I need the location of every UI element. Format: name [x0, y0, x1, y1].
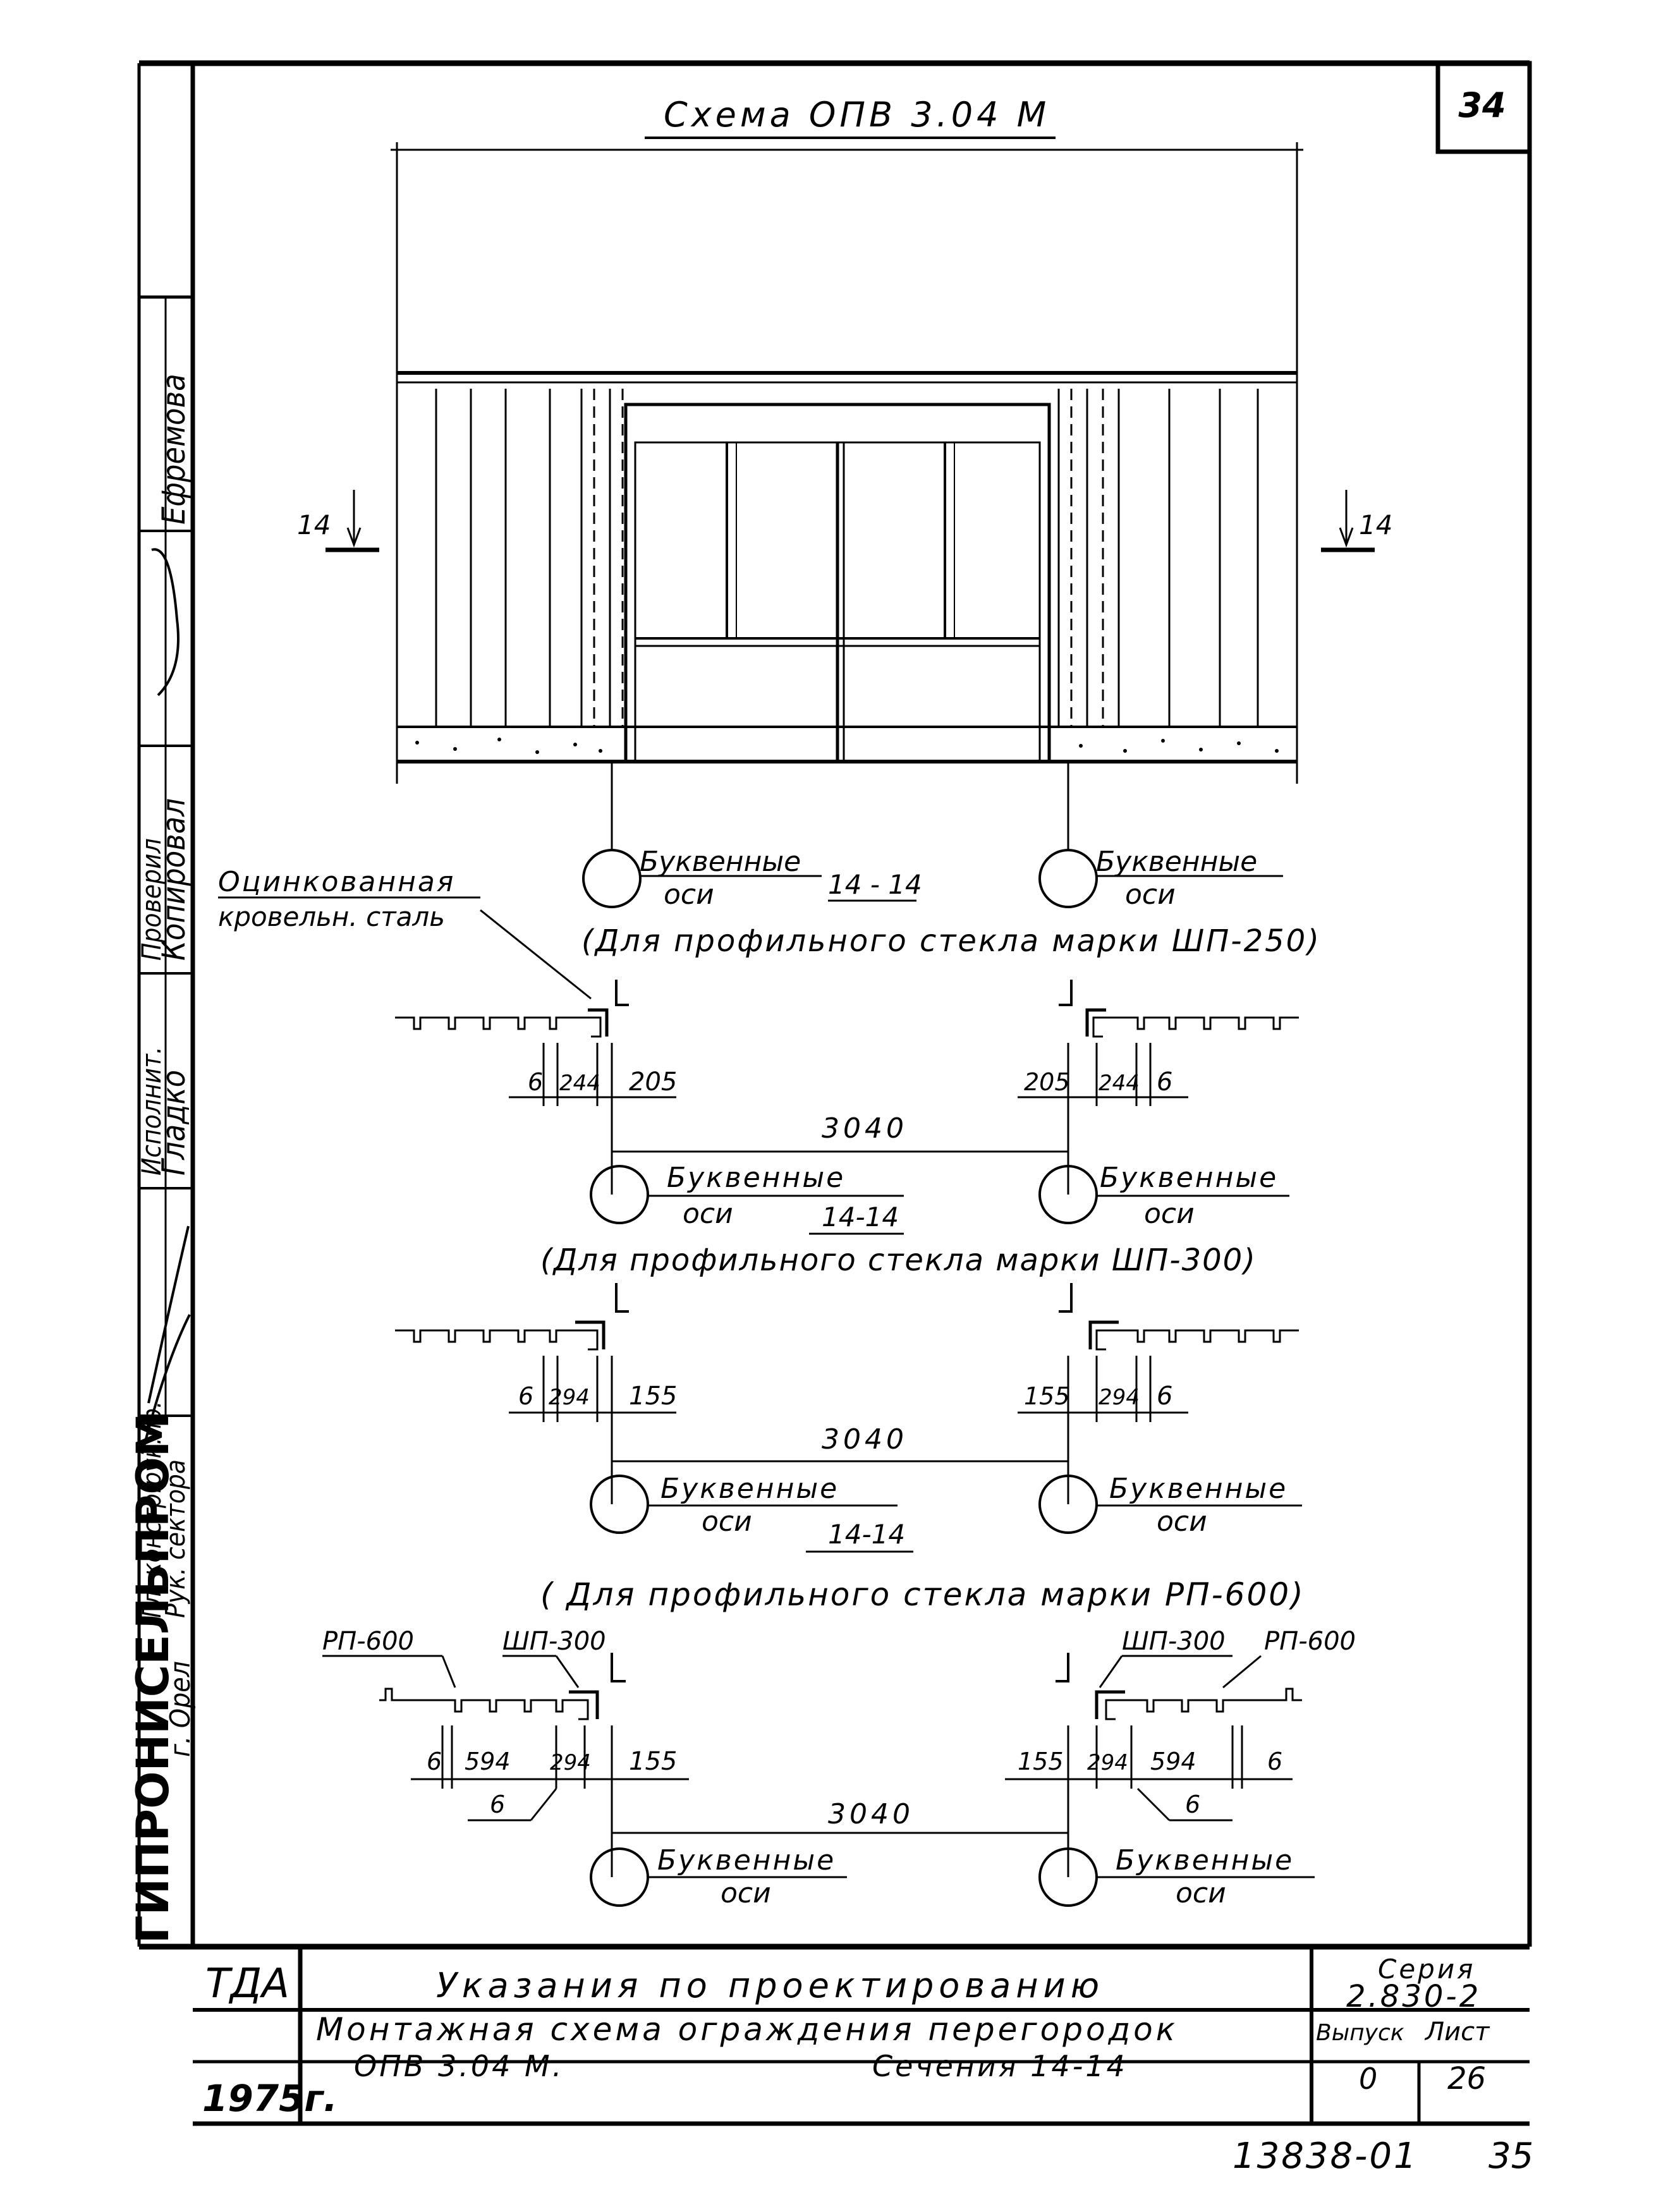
title-block-grid — [193, 1947, 1530, 2124]
axis-label-bottom: оси — [1176, 1877, 1226, 1909]
axis-label-bottom: оси — [683, 1198, 733, 1230]
title-block-issue: 0 — [1359, 2062, 1377, 2096]
elevation-drawing — [391, 142, 1303, 850]
axis-label-top: Буквенные — [1116, 1844, 1294, 1877]
stamp-role-executed: Исполнит. — [136, 1047, 167, 1176]
section-3-dim-left-3: 155 — [629, 1747, 677, 1776]
drawing-title: Схема ОПВ 3.04 М — [664, 95, 1050, 135]
section-3-name: 14-14 — [828, 1519, 905, 1550]
section-1-span: 3040 — [822, 1112, 908, 1145]
title-block-org: ТДА — [205, 1961, 289, 2007]
stamp-name-efremova: Ефремова — [155, 374, 192, 525]
title-block-year: 1975г. — [202, 2077, 338, 2120]
stamp-role-chief: Гл. констр.рук.пр. — [138, 1401, 167, 1618]
section-2-dim-left-1: 294 — [549, 1385, 590, 1410]
title-block-sheet: 26 — [1447, 2061, 1486, 2096]
section-2-name: 14-14 — [822, 1201, 899, 1232]
shp300-label-right: ШП-300 — [1122, 1627, 1226, 1656]
stamp-role-checked: Проверил — [136, 838, 167, 961]
title-block-series: 2.830-2 — [1346, 1979, 1481, 2014]
axis-bubble — [1040, 1166, 1097, 1223]
axis-label-bottom: оси — [1144, 1198, 1195, 1230]
section-1-dim-right-0: 205 — [1024, 1068, 1070, 1096]
base-hatch — [415, 738, 1279, 754]
axis-label-top: Буквенные — [1100, 1162, 1278, 1194]
stamp-city: г. Орел — [164, 1661, 197, 1757]
section-mark-left-label: 14 — [297, 509, 331, 540]
sheet-frame — [139, 63, 1530, 1947]
section-3-note: ( Для профильного стекла марки РП-600) — [540, 1576, 1305, 1613]
section-1-dim-left-2: 205 — [629, 1068, 677, 1097]
section-3-dim-left-0: 6 — [427, 1748, 442, 1775]
axis-label-bottom: оси — [721, 1877, 771, 1909]
section-2-dim-left-0: 6 — [518, 1382, 533, 1410]
section-3-span: 3040 — [828, 1798, 914, 1830]
axis-bubble — [583, 850, 640, 907]
axis-label-top: Буквенные — [660, 1473, 839, 1505]
axis-bubble — [1040, 850, 1097, 907]
section-3-dim-left-1: 594 — [465, 1748, 511, 1775]
axis-bubble — [1040, 1476, 1097, 1533]
stamp-role-copied: Копировал — [155, 798, 192, 961]
section-2-dim-left-2: 155 — [629, 1382, 677, 1411]
side-stamp — [139, 297, 193, 1454]
title-block-header: Указания по проектированию — [436, 1966, 1104, 2005]
stamp-name-gladko: Гладко — [155, 1070, 192, 1176]
title-block-sheet-label: Лист — [1424, 2017, 1490, 2047]
axis-label-bottom: оси — [1125, 879, 1176, 911]
rp600-label-left: РП-600 — [322, 1627, 414, 1656]
section-mark-right — [1321, 490, 1375, 550]
section-2-dim-right-1: 294 — [1099, 1385, 1140, 1410]
title-block-description-2b: Сечения 14-14 — [872, 2049, 1128, 2083]
section-3-dim-right-2: 594 — [1150, 1748, 1196, 1775]
section-1-note: (Для профильного стекла марки ШП-250) — [581, 923, 1321, 959]
axis-bubble — [591, 1849, 648, 1906]
section-1-name: 14 - 14 — [828, 869, 922, 900]
section-3-dim-left-2: 294 — [550, 1750, 591, 1775]
galvanized-label-1: Оцинкованная — [218, 866, 455, 898]
shp300-label-left: ШП-300 — [502, 1627, 606, 1656]
section-2-profile — [395, 1283, 1299, 1504]
axis-label-bottom: оси — [664, 879, 714, 911]
section-2-note: (Для профильного стекла марки ШП-300) — [540, 1243, 1257, 1278]
section-3-extra-dim-right: 6 — [1185, 1791, 1200, 1818]
title-block-issue-label: Выпуск — [1316, 2020, 1404, 2046]
footer-code: 13838-01 — [1233, 2136, 1418, 2177]
section-3-dim-right-0: 155 — [1018, 1748, 1064, 1775]
axis-label-bottom: оси — [1157, 1506, 1207, 1538]
galvanized-leader — [480, 910, 591, 999]
title-block-description-1: Монтажная схема ограждения перегородок — [316, 2011, 1178, 2048]
section-2-dim-right-0: 155 — [1024, 1382, 1070, 1410]
section-1-profile — [395, 980, 1299, 1195]
section-3-dim-right-3: 6 — [1267, 1748, 1282, 1775]
title-block-description-2a: ОПВ 3.04 М. — [354, 2049, 564, 2083]
stamp-role-sector-head: Рук. сектора — [160, 1459, 191, 1618]
section-3-extra-dim-left: 6 — [490, 1791, 505, 1818]
section-2-span: 3040 — [822, 1423, 908, 1456]
axis-label-top: Буквенные — [1109, 1473, 1287, 1505]
page-number: 34 — [1458, 85, 1506, 125]
section-3-profile — [322, 1653, 1302, 1877]
footer-page: 35 — [1488, 2136, 1533, 2177]
section-3-dim-right-1: 294 — [1087, 1750, 1128, 1775]
section-1-dim-left-1: 244 — [559, 1071, 600, 1096]
section-2-dim-right-2: 6 — [1157, 1382, 1172, 1411]
rp600-label-right: РП-600 — [1264, 1627, 1356, 1656]
axis-bubble — [591, 1166, 648, 1223]
section-mark-left — [326, 490, 379, 550]
axis-bubble — [591, 1476, 648, 1533]
section-1-dim-left-0: 6 — [528, 1068, 543, 1096]
axis-label-top: Буквенные — [1096, 846, 1257, 878]
section-1-dim-right-1: 244 — [1099, 1071, 1140, 1096]
title-block-series-label: Серия — [1378, 1954, 1475, 1985]
axis-label-top: Буквенные — [640, 846, 801, 878]
section-1-dim-right-2: 6 — [1157, 1068, 1172, 1097]
axis-label-top: Буквенные — [667, 1162, 845, 1194]
axis-label-bottom: оси — [702, 1506, 752, 1538]
section-mark-right-label: 14 — [1359, 509, 1392, 540]
axis-label-top: Буквенные — [657, 1844, 836, 1877]
galvanized-label-2: кровельн. сталь — [218, 901, 445, 932]
stamp-institute: ГИПРОНИСЕЛЬПРОМ — [127, 1413, 179, 1944]
